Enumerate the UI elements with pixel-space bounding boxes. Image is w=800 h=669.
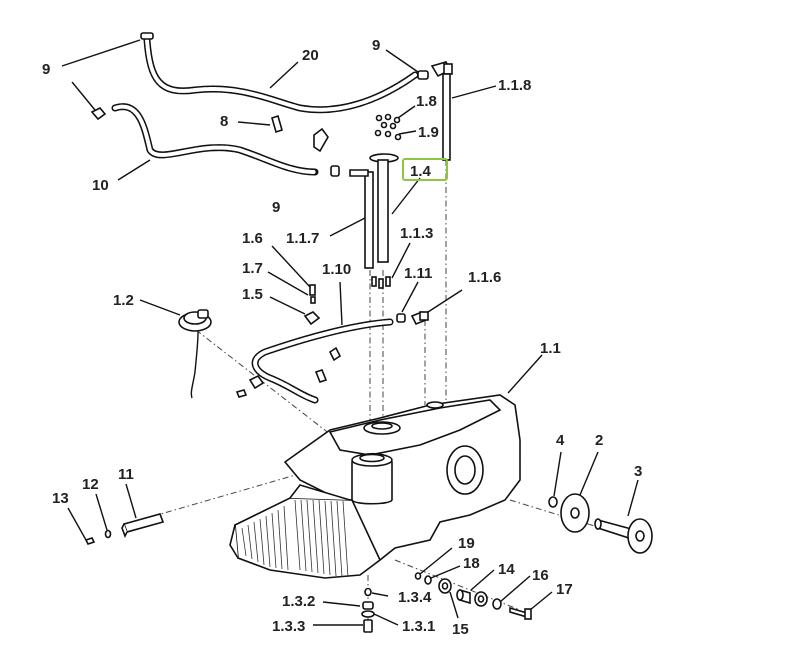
leader-lines xyxy=(61,39,639,626)
callout-9-top-right: 9 xyxy=(372,37,380,54)
callout-14: 14 xyxy=(498,561,515,578)
callout-1-1-3: 1.1.3 xyxy=(400,225,433,242)
callout-11: 11 xyxy=(118,466,134,483)
callout-12: 12 xyxy=(82,476,99,493)
callout-13: 13 xyxy=(52,490,69,507)
drain-1-3-2 xyxy=(362,601,374,610)
pad-11 xyxy=(121,513,165,538)
callout-9-center: 9 xyxy=(272,199,280,216)
callout-1-1: 1.1 xyxy=(540,340,561,357)
callout-17: 17 xyxy=(556,581,573,598)
callout-20: 20 xyxy=(302,47,319,64)
callout-2: 2 xyxy=(595,432,603,449)
drain-1-3-1 xyxy=(361,610,375,618)
callout-1-7: 1.7 xyxy=(242,260,263,277)
washer-12 xyxy=(104,529,112,539)
pickup-tube-1-1-7 xyxy=(349,169,374,269)
fuel-cap-1-2 xyxy=(178,309,212,399)
fasteners-1-6-1-7 xyxy=(309,284,316,304)
clamp-9-center xyxy=(330,165,340,177)
highlight-box-1-4 xyxy=(402,158,448,181)
washer-15b xyxy=(474,591,488,607)
drain-1-3-4 xyxy=(364,587,372,597)
fuel-tank-1-1 xyxy=(229,394,521,579)
part-8-valve xyxy=(271,114,329,153)
assembly-lines xyxy=(139,160,641,630)
callout-1-3-1: 1.3.1 xyxy=(402,618,435,635)
callout-1-1-8: 1.1.8 xyxy=(498,77,531,94)
callout-3: 3 xyxy=(634,463,642,480)
pin-3 xyxy=(594,518,653,554)
hardware-1-8-1-9 xyxy=(374,113,402,141)
nut-4 xyxy=(548,496,558,508)
fasteners-1-1-3 xyxy=(371,276,391,289)
callout-4: 4 xyxy=(556,432,565,449)
callout-1-4: 1.4 xyxy=(410,163,432,180)
callout-1-3-3: 1.3.3 xyxy=(272,618,305,635)
vent-tube-1-1-8 xyxy=(442,73,451,161)
callout-1-3-2: 1.3.2 xyxy=(282,593,315,610)
callout-1-11: 1.11 xyxy=(404,265,432,282)
spacer-14 xyxy=(456,588,471,605)
hose-20 xyxy=(140,32,419,114)
drain-1-3-3 xyxy=(363,619,373,633)
callout-10: 10 xyxy=(92,177,109,194)
bumper-2 xyxy=(560,493,590,533)
callouts: 20 9 9 9 10 8 1.8 1.9 1.1.8 1.4 1.1.7 1.… xyxy=(42,37,642,638)
washer-18 xyxy=(424,575,432,585)
grommet-1-5 xyxy=(303,311,321,326)
clamp-9-left xyxy=(90,107,107,121)
callout-15: 15 xyxy=(452,621,469,638)
callout-1-9: 1.9 xyxy=(418,124,439,141)
callout-16: 16 xyxy=(532,567,549,584)
clamp-9-top-right xyxy=(417,70,429,80)
callout-1-3-4: 1.3.4 xyxy=(398,589,432,606)
screw-13 xyxy=(84,537,96,545)
callout-1-1-6: 1.1.6 xyxy=(468,269,501,286)
hose-1-10 xyxy=(235,318,394,404)
washer-15 xyxy=(438,578,452,594)
callout-1-2: 1.2 xyxy=(113,292,134,309)
callout-8: 8 xyxy=(220,113,228,130)
washer-16 xyxy=(492,598,502,610)
callout-19: 19 xyxy=(458,535,475,552)
callout-1-5: 1.5 xyxy=(242,286,263,303)
sender-unit-1-4 xyxy=(369,153,399,263)
callout-1-8: 1.8 xyxy=(416,93,437,110)
bolt-17 xyxy=(509,606,532,620)
callout-9-top-left: 9 xyxy=(42,61,50,78)
callout-1-10: 1.10 xyxy=(322,261,351,278)
elbow-1-1-6 xyxy=(410,310,429,326)
bolt-19 xyxy=(414,572,422,580)
callout-1-1-7: 1.1.7 xyxy=(286,230,319,247)
hose-10 xyxy=(111,103,319,176)
callout-1-6: 1.6 xyxy=(242,230,263,247)
callout-18: 18 xyxy=(463,555,480,572)
fitting-1-11 xyxy=(396,313,406,323)
